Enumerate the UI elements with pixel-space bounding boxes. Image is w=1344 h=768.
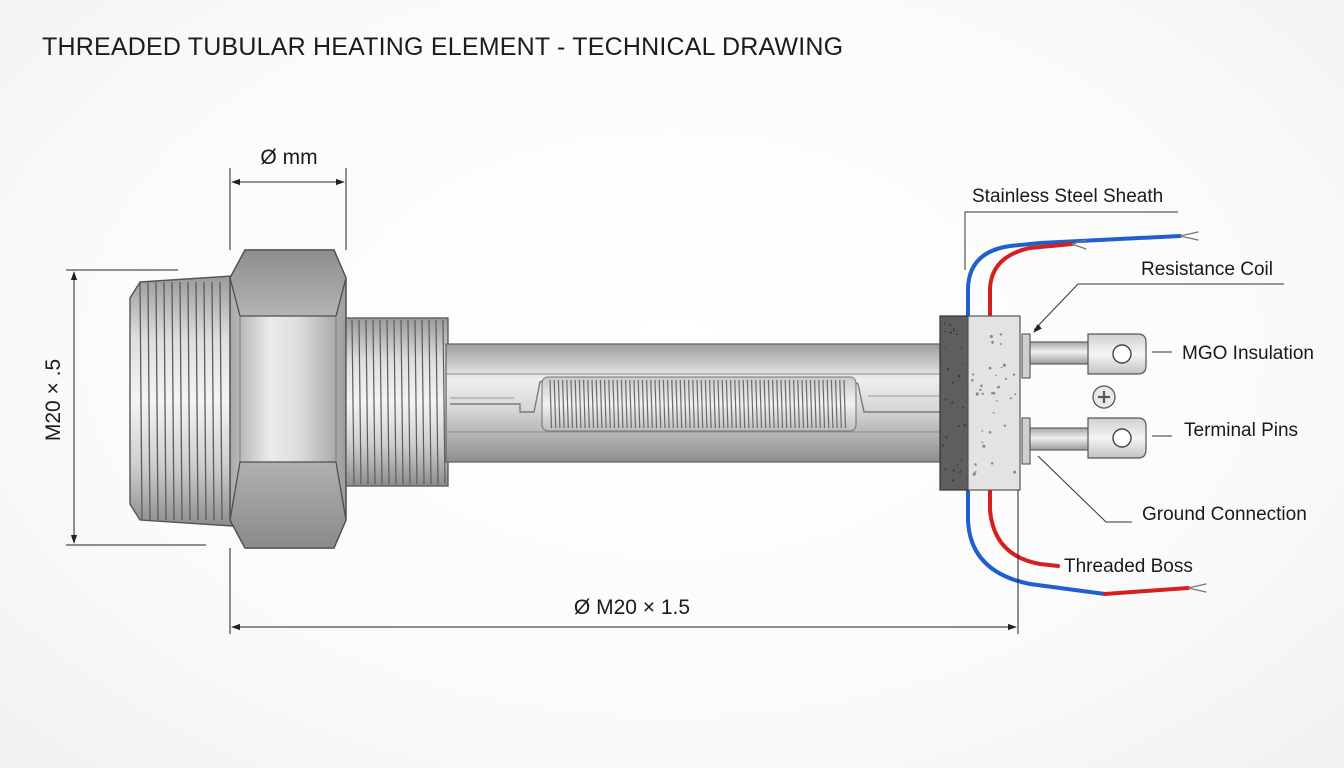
callout-coil: Resistance Coil [1141, 259, 1273, 280]
callout-boss: Threaded Boss [1064, 556, 1193, 577]
red-wire-bottom [988, 488, 1060, 568]
drawing-title: THREADED TUBULAR HEATING ELEMENT - TECHN… [42, 33, 844, 61]
dimension-hex-width [229, 168, 347, 250]
callout-ground: Ground Connection [1142, 504, 1307, 525]
dimension-overall-length-label: Ø M20 × 1.5 [574, 596, 690, 619]
end-cap [939, 315, 1021, 491]
threaded-fitting-right [345, 317, 449, 487]
terminal-pin-top [1021, 333, 1147, 379]
dimension-thread-height [66, 269, 206, 546]
hex-nut [229, 249, 347, 549]
red-wire-bottom-tail [1103, 586, 1190, 596]
ground-screw-icon [1092, 385, 1116, 409]
threaded-fitting-left [129, 275, 233, 527]
mgo-insulation-block [967, 315, 1021, 491]
dimension-thread-height-label: M20 × .5 [42, 359, 65, 441]
dimension-overall-length [229, 490, 1019, 634]
callout-insulation: MGO Insulation [1182, 343, 1314, 364]
callout-pins: Terminal Pins [1184, 420, 1298, 441]
callout-leaders [964, 211, 1284, 523]
red-wire-top [988, 242, 1074, 320]
blue-wire-top [966, 234, 1182, 320]
terminal-pin-bottom [1021, 417, 1147, 465]
dimension-hex-width-label: Ø mm [260, 146, 317, 169]
blue-wire-bottom [966, 488, 1107, 596]
resistance-coil [541, 376, 857, 432]
seal-block [939, 315, 969, 491]
lead-wires [966, 231, 1207, 596]
callout-sheath: Stainless Steel Sheath [972, 186, 1163, 207]
